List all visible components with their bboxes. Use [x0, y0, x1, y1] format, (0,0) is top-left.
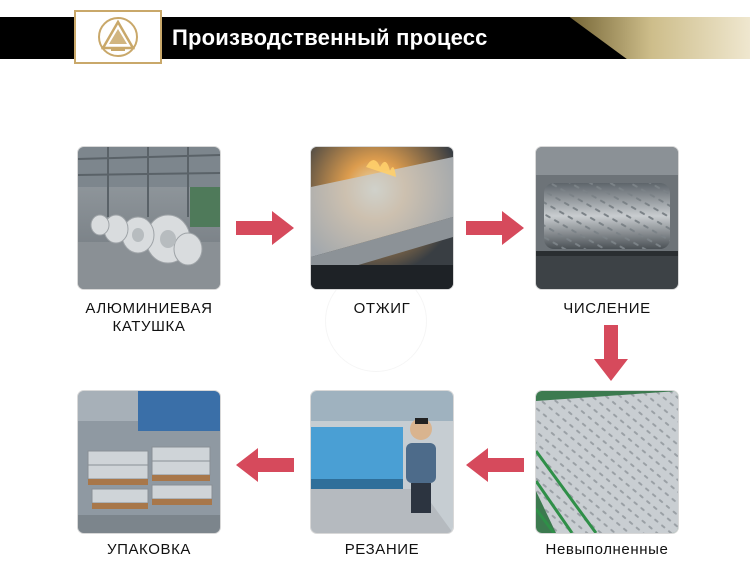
step-caption-aluminium-coil: АЛЮМИНИЕВАЯ КАТУШКА	[60, 300, 238, 336]
page-title: Производственный процесс	[172, 25, 488, 50]
step-image-embossing	[536, 147, 678, 289]
arrow-down-icon	[594, 325, 628, 381]
step-caption-annealing: ОТЖИГ	[353, 300, 411, 317]
arrow-right-icon	[236, 211, 294, 245]
triangle-emblem-icon	[98, 17, 138, 57]
step-image-aluminium-coil	[78, 147, 220, 289]
arrow-left-icon	[466, 448, 524, 482]
step-caption-cutting: РЕЗАНИЕ	[344, 541, 420, 558]
step-caption-line: КАТУШКА	[112, 318, 186, 335]
step-image-packing	[78, 391, 220, 533]
step-image-cutting	[311, 391, 453, 533]
step-image-finished-sheets	[536, 391, 678, 533]
step-caption-packing: УПАКОВКА	[106, 541, 192, 558]
arrow-right-icon	[466, 211, 524, 245]
step-caption-embossing: ЧИСЛЕНИЕ	[563, 300, 651, 317]
step-caption-finished-sheets: Невыполненные	[545, 541, 669, 558]
step-caption-line: АЛЮМИНИЕВАЯ	[85, 300, 213, 317]
step-image-annealing	[311, 147, 453, 289]
arrow-left-icon	[236, 448, 294, 482]
company-logo	[74, 10, 162, 64]
